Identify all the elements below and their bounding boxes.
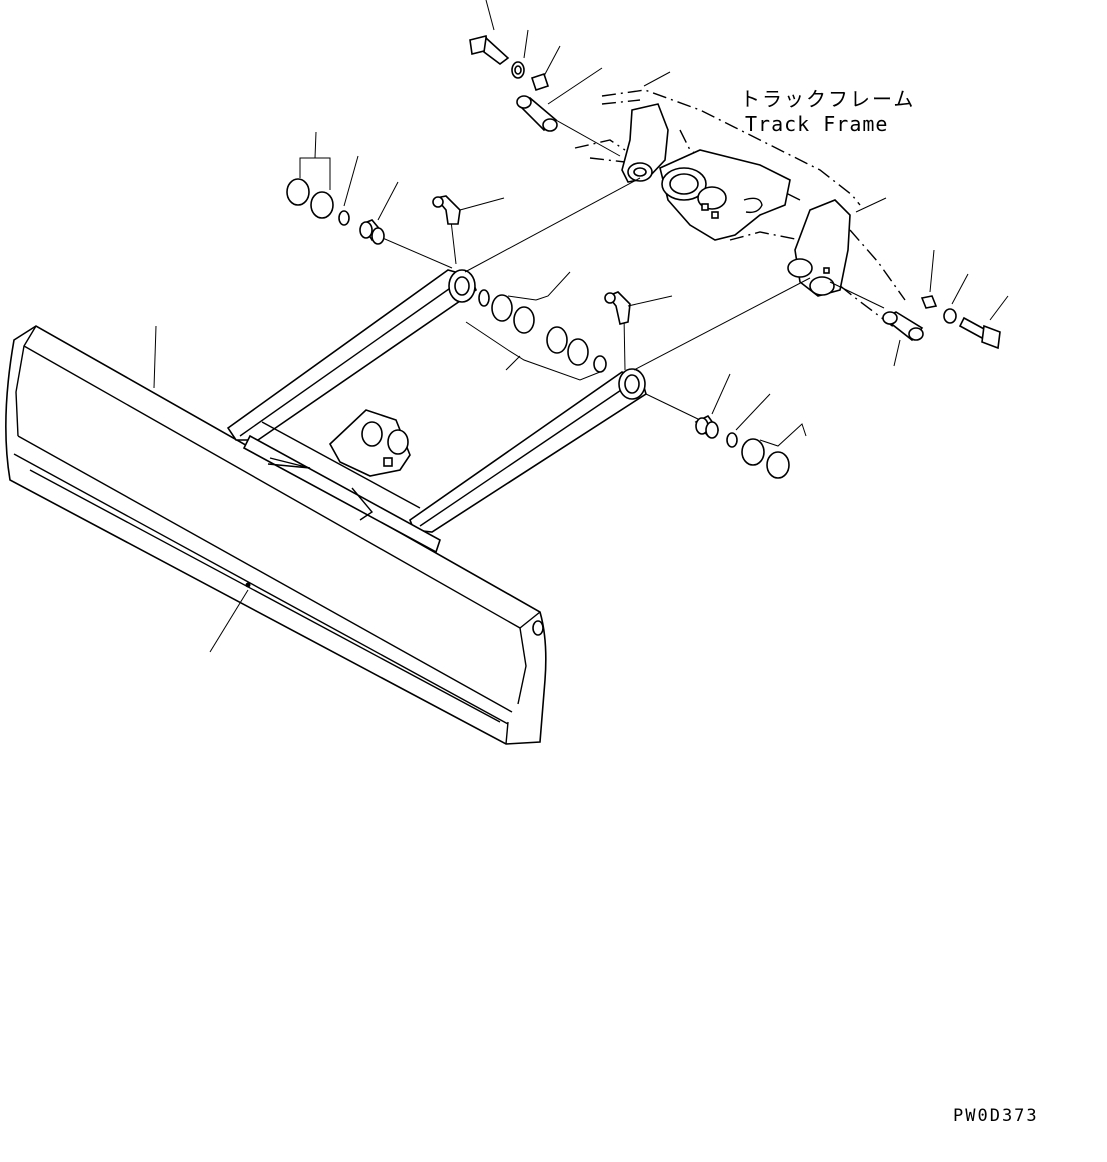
track-frame-bracket xyxy=(621,103,851,297)
track-frame-label-en: Track Frame xyxy=(745,112,888,136)
drawing-number: PW0D373 xyxy=(953,1106,1039,1126)
callout-leaders xyxy=(153,0,1009,653)
track-frame-label-jp: トラックフレーム xyxy=(740,87,915,111)
hardware-parts xyxy=(286,35,1001,479)
push-frame xyxy=(226,269,647,554)
dozer-blade xyxy=(5,325,547,745)
